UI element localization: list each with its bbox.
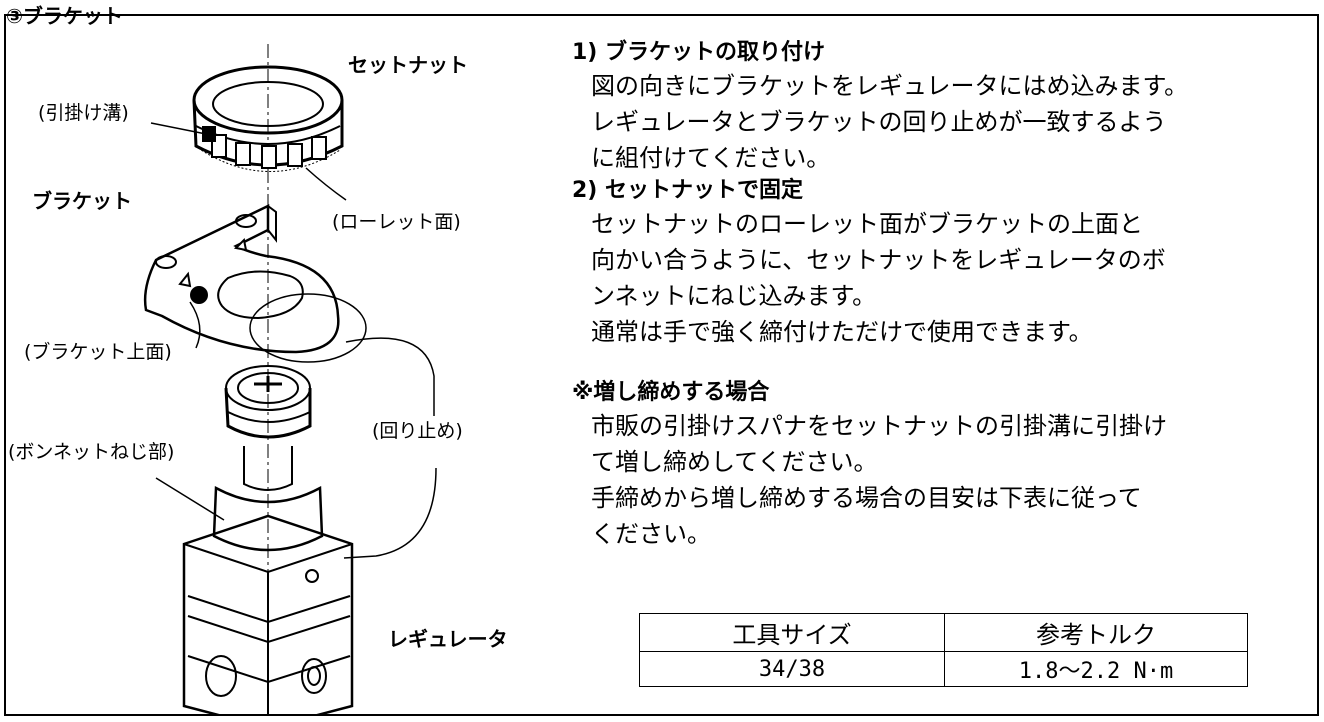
label-set-nut: セットナット	[348, 53, 468, 77]
table-cell-torque: 1.8～2.2 N·m	[944, 651, 1248, 687]
step-2: 2) セットナットで固定 セットナットのローレット面がブラケットの上面と 向かい…	[572, 176, 1312, 350]
table-cell-tool-size: 34/38	[639, 651, 945, 687]
regulator-bracket-illustration	[143, 44, 437, 716]
note-heading: ※増し締めする場合	[572, 380, 770, 405]
note-line: 市販の引掛けスパナをセットナットの引掛溝に引掛け	[591, 412, 1167, 440]
torque-table: 工具サイズ 参考トルク 34/38 1.8～2.2 N·m	[639, 613, 1248, 687]
table-header-torque: 参考トルク	[944, 613, 1248, 652]
note-line: て増し締めしてください。	[591, 448, 878, 476]
step-heading: 2) セットナットで固定	[572, 178, 804, 203]
step-line: に組付けてください。	[591, 144, 831, 172]
retighten-note: ※増し締めする場合 市販の引掛けスパナをセットナットの引掛溝に引掛け て増し締め…	[572, 378, 1312, 552]
table-header-row: 工具サイズ 参考トルク	[639, 613, 1248, 652]
label-hook-groove: (引掛け溝)	[38, 102, 129, 124]
label-anti-rotation: (回り止め)	[372, 420, 463, 442]
label-knurled-face: (ローレット面)	[332, 211, 461, 233]
set-nut-drawing	[192, 65, 344, 172]
label-bracket: ブラケット	[32, 189, 132, 213]
instructions: 1) ブラケットの取り付け 図の向きにブラケットをレギュレータにはめ込みます。 …	[572, 38, 1312, 552]
section-frame: ③ブラケット	[4, 6, 1319, 716]
regulator-drawing	[182, 365, 354, 716]
bracket-drawing	[143, 204, 340, 354]
section-header: ③ブラケット	[6, 4, 123, 28]
step-line: 通常は手で強く締付けただけで使用できます。	[591, 318, 1093, 346]
note-line: 手締めから増し締めする場合の目安は下表に従って	[591, 484, 1142, 512]
step-line: 図の向きにブラケットをレギュレータにはめ込みます。	[591, 72, 1189, 100]
step-line: ンネットにねじ込みます。	[591, 282, 877, 310]
step-line: レギュレータとブラケットの回り止めが一致するよう	[591, 108, 1167, 136]
step-heading: 1) ブラケットの取り付け	[572, 40, 826, 65]
step-1: 1) ブラケットの取り付け 図の向きにブラケットをレギュレータにはめ込みます。 …	[572, 38, 1312, 176]
label-bracket-top: (ブラケット上面)	[24, 341, 172, 363]
step-line: セットナットのローレット面がブラケットの上面と	[591, 210, 1143, 238]
step-line: 向かい合うように、セットナットをレギュレータのボ	[591, 246, 1166, 274]
table-header-tool-size: 工具サイズ	[639, 613, 945, 652]
table-row: 34/38 1.8～2.2 N·m	[639, 651, 1248, 687]
note-line: ください。	[591, 520, 711, 548]
label-bonnet-thread: (ボンネットねじ部)	[8, 441, 175, 463]
label-regulator: レギュレータ	[388, 627, 508, 651]
